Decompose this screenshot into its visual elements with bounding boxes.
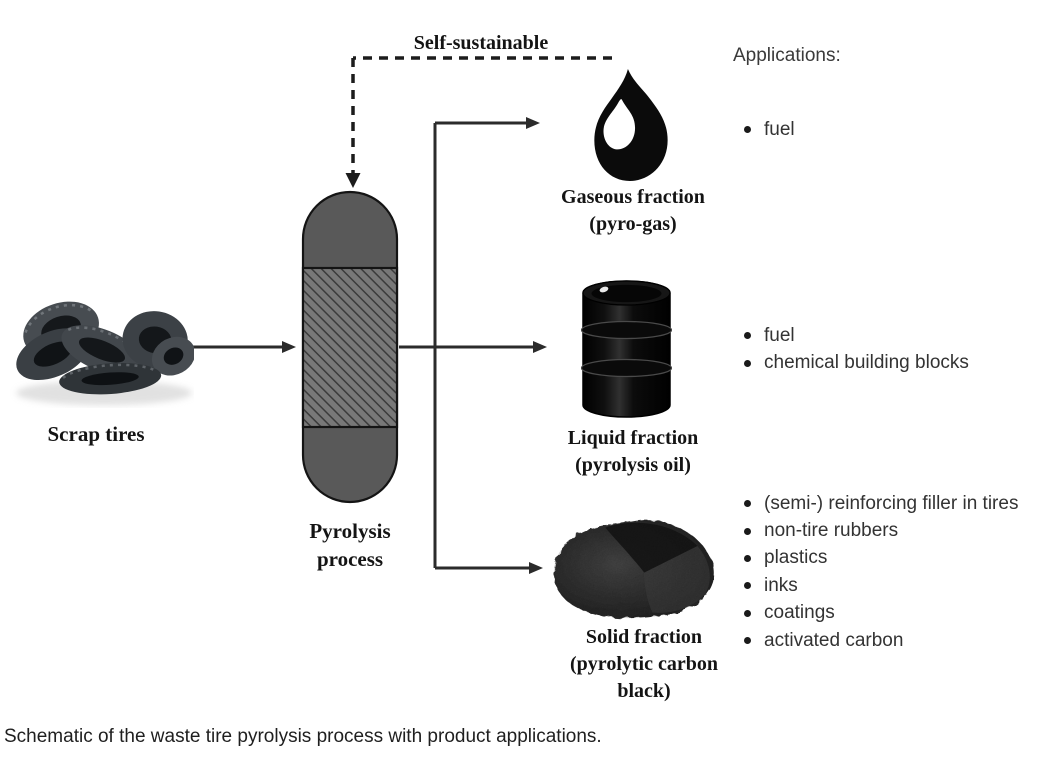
tire-shapes xyxy=(16,301,194,395)
application-item: non-tire rubbers xyxy=(744,517,1018,544)
gaseous-label-line2: (pyro-gas) xyxy=(589,213,677,235)
flame-icon xyxy=(594,69,668,181)
application-item: coatings xyxy=(744,600,1018,627)
gaseous-fraction-label: Gaseous fraction (pyro-gas) xyxy=(561,184,705,238)
solid-fraction-label: Solid fraction (pyrolytic carbon black) xyxy=(570,624,718,705)
pyrolysis-label-line1: Pyrolysis xyxy=(309,519,391,543)
solid-label-line3: black) xyxy=(617,680,671,702)
scrap-tires-photo xyxy=(16,301,194,406)
self-sustainable-dashed-line xyxy=(351,56,612,174)
liquid-fraction-label: Liquid fraction (pyrolysis oil) xyxy=(568,425,699,479)
application-item: activated carbon xyxy=(744,627,1018,654)
carbon-black-pile-icon xyxy=(553,520,714,619)
solid-label-line1: Solid fraction xyxy=(585,626,703,648)
reactor-hatched-section xyxy=(301,266,399,429)
solid-applications-list: (semi-) reinforcing filler in tires non-… xyxy=(744,490,1018,654)
application-item: plastics xyxy=(744,545,1018,572)
pyrolysis-label-line2: process xyxy=(316,547,384,571)
oil-barrel-icon xyxy=(581,280,672,418)
gaseous-label-line1: Gaseous fraction xyxy=(561,186,705,208)
liquid-label-line1: Liquid fraction xyxy=(567,427,699,449)
gaseous-applications-list: fuel xyxy=(744,116,795,143)
applications-header: Applications: xyxy=(733,45,841,66)
application-item: fuel xyxy=(744,322,969,349)
self-sustainable-label: Self-sustainable xyxy=(413,32,549,54)
liquid-label-line2: (pyrolysis oil) xyxy=(575,454,691,476)
application-item: (semi-) reinforcing filler in tires xyxy=(744,490,1018,517)
barrel-bung-highlight xyxy=(599,286,609,293)
application-item: inks xyxy=(744,572,1018,599)
scrap-tires-label: Scrap tires xyxy=(47,422,145,446)
dashed-arrowhead xyxy=(345,173,361,188)
application-item: chemical building blocks xyxy=(744,349,969,376)
pyrolysis-process-label: Pyrolysis process xyxy=(309,517,390,573)
liquid-applications-list: fuel chemical building blocks xyxy=(744,322,969,377)
pyrolysis-reactor xyxy=(301,190,399,504)
figure-caption: Schematic of the waste tire pyrolysis pr… xyxy=(4,726,602,747)
application-item: fuel xyxy=(744,116,795,143)
solid-label-line2: (pyrolytic carbon xyxy=(570,653,718,675)
